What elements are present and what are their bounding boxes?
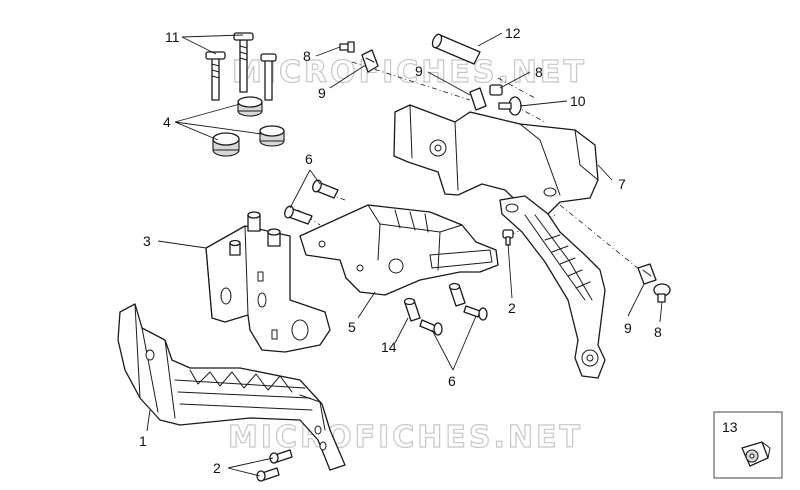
screw-8-top-left (339, 41, 355, 53)
callout-8-top-left: 8 (303, 48, 311, 64)
callout-9-top-left: 9 (318, 85, 326, 101)
bolt-11-center (233, 32, 254, 93)
pin-6-upper-a (312, 179, 339, 199)
bushing-6-lower (448, 282, 466, 307)
callout-11: 11 (165, 29, 180, 45)
clip-9-top-right (469, 87, 487, 111)
bolt-11-left (205, 51, 226, 101)
pin-6-upper-b (284, 205, 313, 225)
screw-10 (498, 96, 522, 116)
callout-5: 5 (348, 319, 356, 335)
screw-2-center (502, 229, 514, 246)
screw-2-lower-b (256, 467, 280, 482)
inset-box-13: 13 (713, 411, 783, 479)
screw-6-lower-b (463, 305, 488, 321)
nut-8-top-right (489, 84, 503, 96)
callout-2-lower: 2 (213, 460, 221, 476)
callout-6-upper: 6 (305, 151, 313, 167)
callout-14: 14 (381, 339, 397, 355)
callout-10: 10 (570, 93, 586, 109)
callout-12: 12 (505, 25, 521, 41)
license-plate-arm (499, 195, 606, 379)
grommet-4-left (212, 132, 240, 157)
callout-6-lower: 6 (448, 373, 456, 389)
lower-bracket-1 (117, 303, 346, 471)
bracket-5 (299, 204, 499, 296)
screw-2-lower-a (269, 449, 293, 464)
bolt-11-right (260, 53, 277, 101)
clip-9-right (637, 263, 657, 285)
mudguard-7 (393, 104, 599, 215)
cable-clip-13 (741, 441, 771, 467)
bushing-14 (403, 297, 421, 322)
callout-2-center: 2 (508, 300, 516, 316)
clip-9-top-left (361, 49, 379, 73)
callout-9-right: 9 (624, 320, 632, 336)
callout-1: 1 (139, 433, 147, 449)
callout-3: 3 (143, 233, 151, 249)
callout-13: 13 (722, 419, 738, 435)
watermark-top: MICROFICHES.NET (232, 55, 587, 90)
callout-7: 7 (618, 176, 626, 192)
callout-4: 4 (163, 114, 171, 130)
spacer-12 (431, 33, 481, 65)
callout-9-top-right: 9 (415, 63, 423, 79)
screw-6-lower-a (419, 319, 443, 336)
side-plate-3 (205, 211, 331, 353)
watermark-bottom: MICROFICHES.NET (228, 420, 583, 455)
callout-8-top-right: 8 (535, 64, 543, 80)
screw-8-right (653, 283, 671, 303)
callout-leader-lines (146, 32, 663, 477)
grommet-4-top (237, 96, 263, 117)
grommet-4-right (259, 125, 285, 147)
callout-8-right: 8 (654, 324, 662, 340)
